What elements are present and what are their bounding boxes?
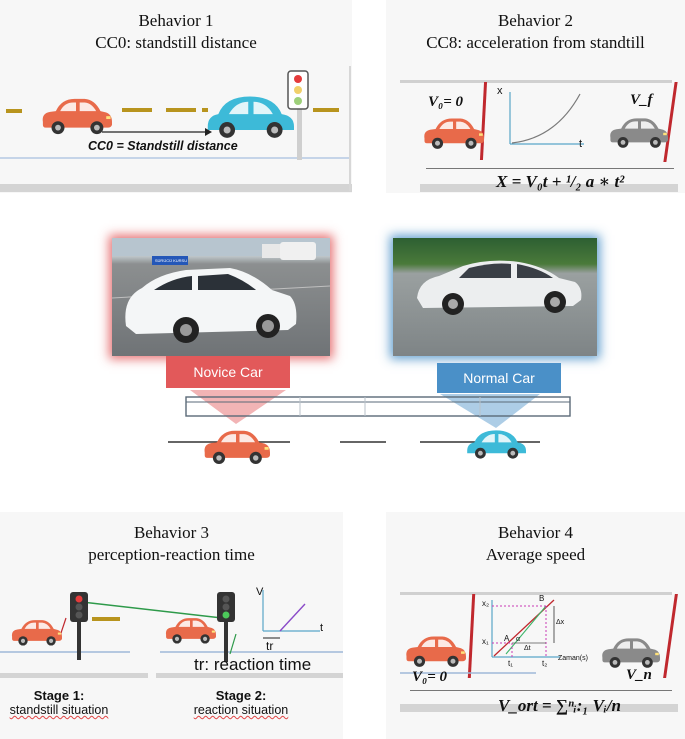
top-rail — [400, 80, 672, 83]
tr-label: tr — [266, 639, 274, 653]
reaction-graph — [262, 590, 320, 639]
normal-highlight — [440, 394, 540, 428]
red-car-stage1 — [11, 620, 63, 646]
bottom-rail — [426, 168, 674, 169]
v0-label: V₀= 0 — [428, 94, 464, 110]
gray-car — [602, 638, 660, 668]
normal-car-photo — [393, 238, 597, 356]
cc0-label: CC0 = Standstill distance — [88, 139, 238, 153]
lane-dashes — [6, 108, 339, 113]
road-strip — [420, 184, 678, 192]
behavior4-panel: Behavior 4 Average speed x₂ x₁ B A α Δx … — [386, 512, 685, 739]
behavior3-panel: Behavior 3 perception-reaction time V — [0, 512, 343, 739]
novice-car-label: Novice Car — [193, 364, 263, 380]
novice-car-image — [112, 238, 330, 343]
road-strip — [400, 704, 678, 712]
normal-label-box — [437, 363, 561, 393]
point-b-label: B — [539, 594, 545, 603]
graph-x-label: x — [497, 85, 503, 97]
behavior2-subtitle: CC8: acceleration from standtill — [426, 33, 645, 52]
bottom-rail — [410, 690, 672, 691]
road-edge — [349, 66, 351, 191]
gray-car — [610, 118, 668, 148]
t1-label: t₁ — [508, 659, 513, 668]
behavior1-subtitle: CC0: standstill distance — [95, 33, 257, 52]
traffic-light-stage1 — [70, 592, 88, 660]
blue-car — [207, 96, 294, 138]
graph-t-label: t — [579, 138, 583, 150]
alpha-label: α — [516, 636, 521, 643]
traffic-light-stage2 — [217, 592, 235, 662]
behavior1-scene — [6, 70, 339, 160]
stage1-desc: standstill situation — [9, 703, 109, 717]
detector-bar — [185, 396, 571, 417]
average-speed-equation: V_ort = ∑ⁿᵢ:₁ Vᵢ/n — [498, 696, 622, 715]
vf-label: V_f — [630, 92, 653, 108]
behavior3-scene — [0, 590, 343, 678]
v0-label: V₀= 0 — [412, 669, 448, 685]
perception-line — [81, 601, 223, 619]
stage1-title: Stage 1: — [33, 688, 85, 703]
behavior3-title: Behavior 3 — [133, 523, 210, 542]
novice-label-box — [166, 356, 290, 388]
x1-label: x₁ — [482, 637, 489, 646]
acceleration-graph — [509, 92, 584, 145]
traffic-light — [287, 70, 309, 160]
stage2-title: Stage 2: — [215, 688, 267, 703]
behavior2-scene — [424, 92, 668, 149]
road-strip — [0, 184, 352, 192]
acceleration-equation: X = V₀t + ¹/₂ a ∗ t² — [496, 172, 625, 191]
stage2-caption: Stage 2: reaction situation — [186, 688, 296, 717]
vn-label: V_n — [626, 667, 652, 683]
red-car — [406, 636, 466, 667]
novice-car-icon — [204, 430, 270, 465]
novice-highlight — [190, 390, 286, 424]
normal-car-image — [417, 260, 582, 315]
behavior3-subtitle: perception-reaction time — [88, 545, 255, 564]
distance-arrow — [102, 128, 212, 136]
red-car-stage2 — [165, 618, 216, 644]
behavior2-panel: Behavior 2 CC8: acceleration from standt… — [386, 0, 685, 193]
behavior4-scene — [400, 599, 660, 674]
novice-car-photo: SÜRÜCÜ KURSU — [112, 238, 330, 356]
time-axis-label: Zaman(s) — [558, 655, 588, 662]
behavior1-panel: Behavior 1 CC0: standstill distance CC0 … — [0, 0, 352, 193]
normal-car-label: Normal Car — [463, 370, 535, 386]
graph-t-label: t — [320, 622, 324, 634]
point-a-label: A — [504, 634, 510, 643]
stage1-caption: Stage 1: standstill situation — [0, 688, 118, 717]
lane-line — [0, 157, 350, 159]
stage2-desc: reaction situation — [193, 703, 289, 717]
red-car — [42, 98, 112, 135]
top-rail — [400, 592, 672, 595]
driving-school-sign: SÜRÜCÜ KURSU — [154, 258, 188, 263]
behavior4-subtitle: Average speed — [485, 545, 586, 564]
behavior2-title: Behavior 2 — [497, 11, 574, 30]
reaction-time-caption: tr: reaction time — [194, 655, 312, 674]
center-scene — [168, 390, 571, 465]
graph-v-label: V — [256, 586, 264, 598]
delta-t-label: Δt — [524, 645, 531, 652]
normal-car-icon — [467, 430, 526, 459]
delta-x-label: Δx — [556, 619, 565, 626]
x2-label: x₂ — [482, 599, 490, 608]
t2-label: t₂ — [542, 659, 548, 668]
behavior1-title: Behavior 1 — [138, 11, 214, 30]
behavior4-title: Behavior 4 — [497, 523, 574, 542]
average-speed-graph — [491, 599, 560, 658]
red-car — [424, 118, 484, 149]
